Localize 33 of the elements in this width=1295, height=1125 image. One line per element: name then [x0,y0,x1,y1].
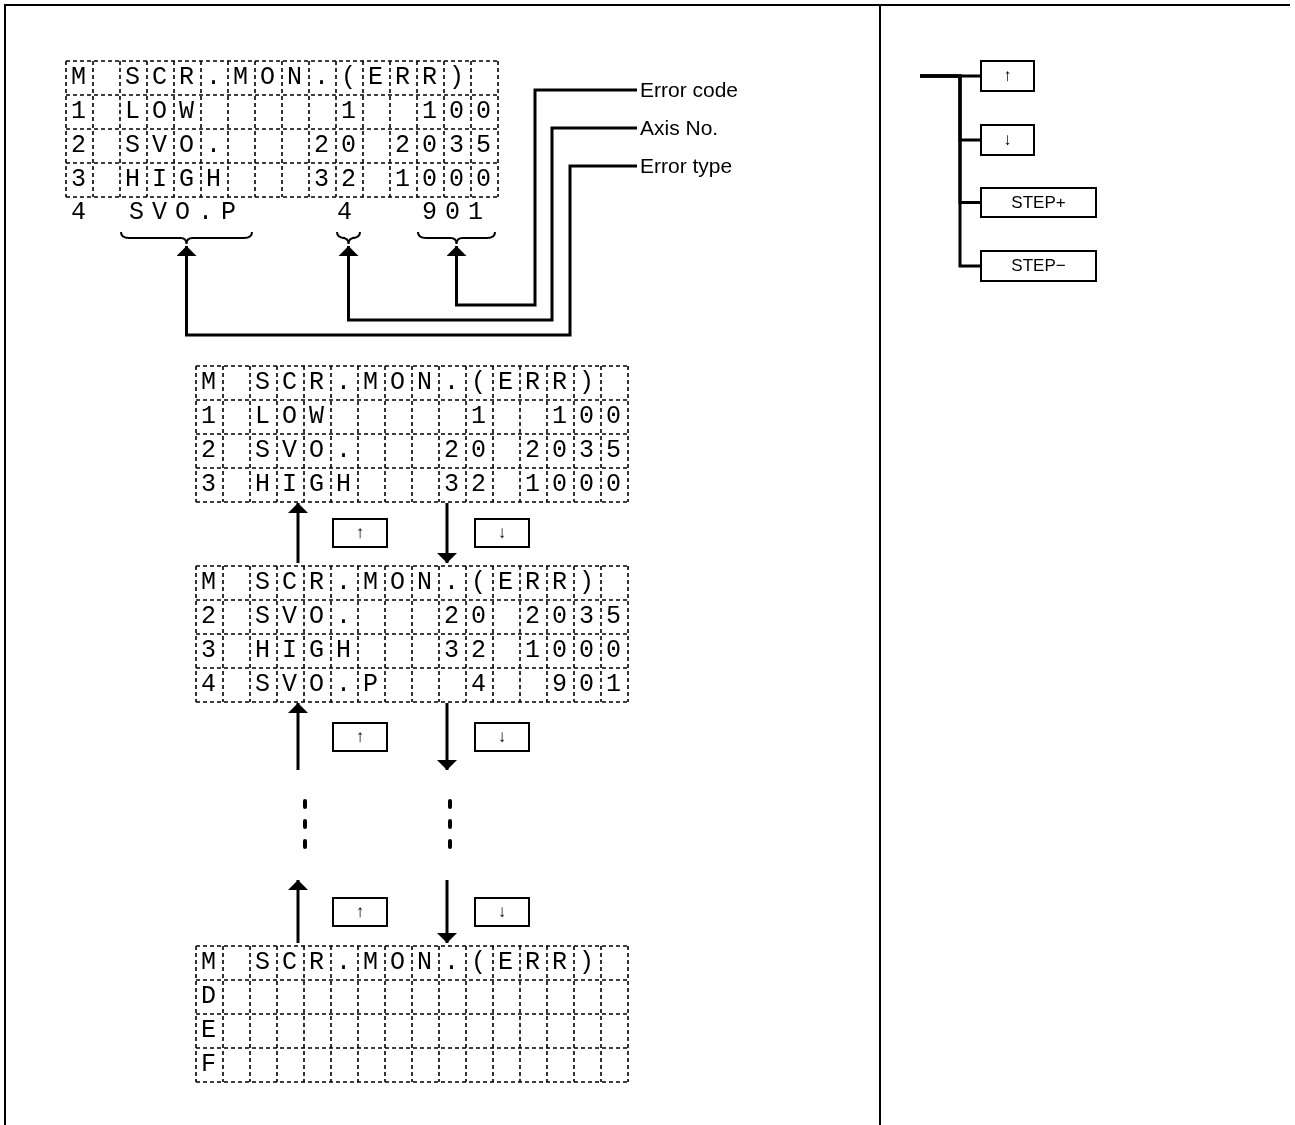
display-value-text: 4 [70,197,87,229]
display-text-line: 1 LOW 1 100 [200,401,634,433]
display-text-line: M SCR.MON.(ERR) [70,62,477,94]
key-symbol: ↓ [980,124,1035,156]
key-symbol: STEP− [980,250,1097,282]
display-text-line: 3 HIGH 32 1000 [200,469,634,501]
key-symbol: ↑ [980,60,1035,92]
display-value-text: 4 [336,197,361,229]
display-text-line: 2 SVO. 20 2035 [200,601,634,633]
display-text-line: M SCR.MON.(ERR) [200,947,607,979]
key-symbol: ↑ [332,722,388,752]
display-value-text: SVO.P [128,197,245,229]
display-text-line: 2 SVO. 20 2035 [70,130,504,162]
display-text-line: 1 LOW 1 100 [70,96,504,128]
display-text-line: E [200,1015,228,1047]
display-text-line: D [200,981,228,1013]
display-text-line: M SCR.MON.(ERR) [200,567,607,599]
callout-text: Axis No. [640,116,719,140]
key-symbol: STEP+ [980,187,1097,218]
key-symbol: ↓ [474,897,530,927]
display-text-line: 2 SVO. 20 2035 [200,435,634,467]
key-symbol: ↓ [474,722,530,752]
display-text-line: 3 HIGH 32 1000 [70,164,504,196]
callout-text: Error type [640,154,733,178]
display-text-line: 3 HIGH 32 1000 [200,635,634,667]
display-text-line: 4 SVO.P 4 901 [200,669,634,701]
key-symbol: ↓ [474,518,530,548]
display-value-text: 901 [421,197,492,229]
display-text-line: F [200,1049,228,1081]
display-text-line: M SCR.MON.(ERR) [200,367,607,399]
key-symbol: ↑ [332,897,388,927]
callout-text: Error code [640,78,739,102]
key-symbol: ↑ [332,518,388,548]
